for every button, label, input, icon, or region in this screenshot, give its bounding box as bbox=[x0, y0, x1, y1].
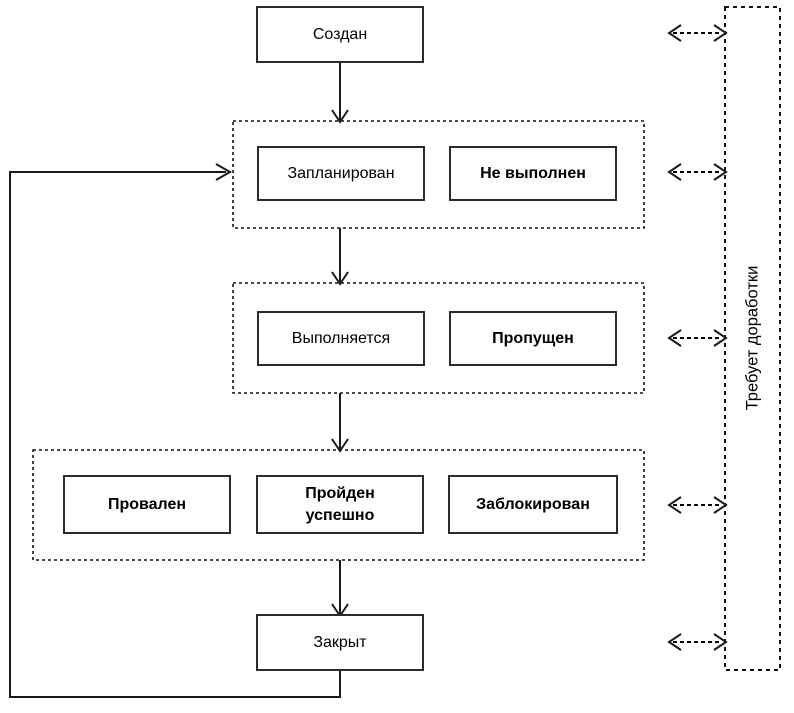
state-node-passed[interactable]: Пройден успешно bbox=[256, 475, 424, 534]
state-node-skipped[interactable]: Пропущен bbox=[449, 311, 617, 366]
state-label-created: Создан bbox=[313, 26, 367, 43]
state-node-created[interactable]: Создан bbox=[256, 6, 424, 63]
state-label-passed-line2: успешно bbox=[306, 507, 375, 524]
arrow-head-link3-left bbox=[667, 329, 682, 347]
state-box-failed[interactable] bbox=[63, 475, 231, 534]
arrow-head-inprogress-to-results bbox=[331, 438, 349, 453]
state-label-blocked: Заблокирован bbox=[476, 496, 590, 513]
arrow-head-planned-to-inprogress bbox=[331, 271, 349, 286]
arrow-head-link4-right bbox=[713, 496, 728, 514]
state-node-closed[interactable]: Закрыт bbox=[256, 614, 424, 671]
arrow-head-link1-left bbox=[667, 24, 682, 42]
arrow-head-loop-into-planned bbox=[215, 163, 233, 181]
arrow-head-link2-left bbox=[667, 163, 682, 181]
state-box-in-progress[interactable] bbox=[257, 311, 425, 366]
state-node-planned[interactable]: Запланирован bbox=[257, 146, 425, 201]
state-box-not-executed[interactable] bbox=[449, 146, 617, 201]
state-box-created[interactable] bbox=[256, 6, 424, 63]
state-label-closed: Закрыт bbox=[313, 634, 367, 651]
state-label-not-executed: Не выполнен bbox=[480, 165, 586, 182]
state-node-failed[interactable]: Провален bbox=[63, 475, 231, 534]
arrow-head-link5-right bbox=[713, 633, 728, 651]
state-node-not-executed[interactable]: Не выполнен bbox=[449, 146, 617, 201]
edge-closed-to-planned-loop bbox=[9, 171, 341, 698]
state-box-passed[interactable] bbox=[256, 475, 424, 534]
state-label-planned: Запланирован bbox=[287, 165, 394, 182]
group-planned-container bbox=[232, 120, 645, 229]
state-node-blocked[interactable]: Заблокирован bbox=[448, 475, 618, 534]
state-box-blocked[interactable] bbox=[448, 475, 618, 534]
state-label-failed: Провален bbox=[108, 496, 186, 513]
state-label-in-progress: Выполняется bbox=[292, 330, 390, 347]
rework-label: Требует доработки bbox=[743, 266, 761, 411]
group-in-progress-container bbox=[232, 282, 645, 394]
state-label-skipped: Пропущен bbox=[492, 330, 574, 347]
arrow-head-link4-left bbox=[667, 496, 682, 514]
state-box-skipped[interactable] bbox=[449, 311, 617, 366]
arrow-head-link3-right bbox=[713, 329, 728, 347]
arrow-head-link1-right bbox=[713, 24, 728, 42]
arrow-head-link5-left bbox=[667, 633, 682, 651]
state-box-closed[interactable] bbox=[256, 614, 424, 671]
state-box-planned[interactable] bbox=[257, 146, 425, 201]
state-label-passed-line1: Пройден bbox=[305, 485, 375, 502]
state-node-in-progress[interactable]: Выполняется bbox=[257, 311, 425, 366]
group-results-container bbox=[32, 449, 645, 561]
arrow-head-created-to-planned bbox=[331, 109, 349, 124]
arrow-head-link2-right bbox=[713, 163, 728, 181]
